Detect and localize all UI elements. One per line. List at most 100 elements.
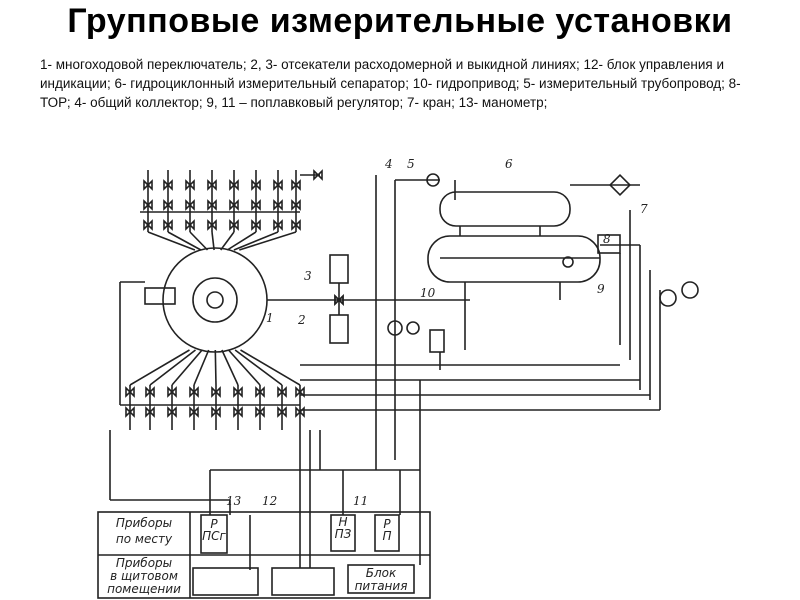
switch-drive <box>144 287 176 305</box>
fan-icon <box>681 281 699 299</box>
valve-icon <box>189 386 199 398</box>
label-13: 13 <box>226 494 242 508</box>
valve-icon <box>291 179 301 191</box>
gauge-p-top: Р <box>383 517 391 531</box>
valve-icon <box>229 219 239 231</box>
cutoff-3 <box>329 254 349 284</box>
valve-icon <box>277 386 287 398</box>
label-10: 10 <box>420 286 436 300</box>
power-supply-block <box>347 564 415 594</box>
float-regulator-11 <box>330 514 356 552</box>
power-label-2: питания <box>355 579 408 593</box>
pipe <box>220 231 235 251</box>
manometer-top <box>426 173 440 187</box>
hydro-drive-pump <box>387 320 403 336</box>
row-local-label-2: по месту <box>116 532 173 546</box>
pipe <box>167 231 202 251</box>
pipe <box>221 349 239 386</box>
pipe <box>149 349 196 386</box>
valve-icon <box>211 406 221 418</box>
switch-hub <box>206 291 224 309</box>
pipe <box>129 349 190 386</box>
pipe <box>239 231 297 251</box>
pressure-gauge <box>374 514 400 552</box>
pipe <box>193 349 210 386</box>
float-regulator <box>562 256 574 268</box>
valve-icon <box>277 406 287 418</box>
row-panel-label-3: помещении <box>107 582 181 596</box>
valve-icon <box>207 179 217 191</box>
slide-title: Групповые измерительные установки <box>67 2 733 40</box>
manometer-13 <box>200 514 228 554</box>
valve-icon <box>313 169 323 181</box>
separator-lower <box>427 235 601 283</box>
valve-icon <box>163 179 173 191</box>
separator-upper <box>439 191 571 227</box>
pipe <box>171 349 203 386</box>
valve-icon <box>291 219 301 231</box>
valve-icon <box>233 386 243 398</box>
indication-unit <box>271 567 335 596</box>
pipe <box>147 231 196 251</box>
gauge13-top: Р <box>210 517 218 531</box>
pipe <box>214 349 217 386</box>
valve-icon <box>233 406 243 418</box>
valve-icon <box>185 179 195 191</box>
valve-icon <box>143 179 153 191</box>
tor-meter <box>597 234 621 254</box>
valve-icon <box>167 386 177 398</box>
cutoff-2 <box>329 314 349 344</box>
label-1: 1 <box>266 311 274 325</box>
valve-icon <box>251 219 261 231</box>
pipe <box>234 349 283 386</box>
label-3: 3 <box>304 269 312 283</box>
row-local-label-1: Приборы <box>116 516 172 530</box>
valve-icon <box>229 179 239 191</box>
gauge-p-bottom: П <box>382 529 391 543</box>
valve-icon <box>255 406 265 418</box>
valve-icon <box>125 406 135 418</box>
hydro-drive-valve <box>429 329 445 353</box>
valve-icon <box>229 199 239 211</box>
valve-icon <box>251 179 261 191</box>
valve-icon <box>295 386 305 398</box>
valve-icon <box>145 406 155 418</box>
valve-icon <box>189 406 199 418</box>
pipe <box>211 231 215 251</box>
valve-icon <box>273 219 283 231</box>
row-panel-label-1: Приборы <box>116 556 172 570</box>
pipe <box>189 231 209 251</box>
valve-icon <box>143 219 153 231</box>
pipe <box>233 231 279 251</box>
switch-rotor <box>192 277 238 323</box>
label-8: 8 <box>603 232 611 246</box>
pump-icon <box>659 289 677 307</box>
valve-icon <box>185 199 195 211</box>
valve-icon <box>145 386 155 398</box>
valve-icon <box>211 386 221 398</box>
power-label-1: Блок <box>366 566 397 580</box>
label-11: 11 <box>353 494 368 508</box>
valve-icon <box>273 179 283 191</box>
valve-icon <box>163 219 173 231</box>
valve-icon <box>207 199 217 211</box>
valve-icon <box>291 199 301 211</box>
row-panel-label-2: в щитовом <box>110 569 178 583</box>
dev11-mid: ПЗ <box>335 527 352 541</box>
valve-icon <box>251 199 261 211</box>
valve-icon <box>125 386 135 398</box>
label-5: 5 <box>407 157 415 171</box>
filter-icon <box>608 173 632 197</box>
label-9: 9 <box>597 282 605 296</box>
label-12: 12 <box>262 494 277 508</box>
valve-icon <box>185 219 195 231</box>
valve-icon <box>207 219 217 231</box>
pipe <box>226 231 257 251</box>
valve-icon <box>334 294 344 306</box>
control-unit-12 <box>192 567 259 596</box>
label-2: 2 <box>297 313 306 327</box>
hydro-drive-motor <box>406 321 420 335</box>
gauge13-bottom: ПСг <box>202 529 226 543</box>
valve-icon <box>255 386 265 398</box>
